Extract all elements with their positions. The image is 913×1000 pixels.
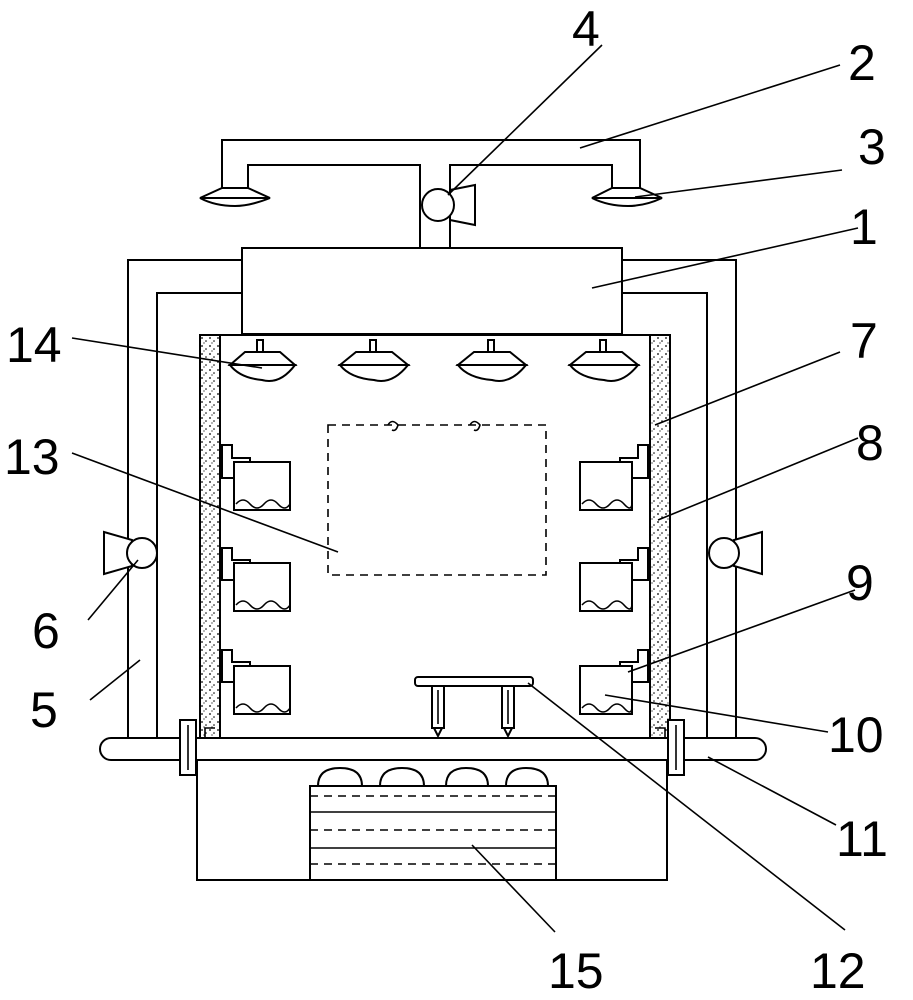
corner-bracket [204, 727, 215, 738]
top-right-nozzle [591, 187, 663, 208]
spray-head [567, 339, 641, 382]
label-5: 5 [30, 682, 58, 738]
left-heater-module [221, 649, 291, 715]
spray-head [337, 339, 411, 382]
label-9: 9 [846, 555, 874, 611]
outer-frame [127, 259, 737, 738]
right-heater-module [579, 547, 649, 612]
spray-head [227, 339, 298, 382]
corner-bracket [655, 727, 666, 738]
water-tank [309, 766, 557, 881]
left-side-fan [103, 530, 158, 576]
upper-box [241, 247, 623, 335]
leader-lines [71, 44, 859, 933]
label-3: 3 [858, 119, 886, 175]
base-plate [99, 719, 767, 776]
label-7: 7 [850, 313, 878, 369]
support-table [414, 676, 534, 739]
label-4: 4 [572, 1, 600, 57]
right-side-fan [708, 530, 763, 576]
label-6: 6 [32, 603, 60, 659]
label-11: 11 [836, 811, 888, 867]
right-heater-module [579, 444, 649, 511]
top-left-nozzle [199, 187, 271, 208]
workpiece-outline [327, 420, 547, 576]
label-13: 13 [4, 429, 60, 485]
label-14: 14 [6, 317, 62, 373]
left-heater-module [221, 547, 291, 612]
spray-head [455, 339, 529, 382]
label-12: 12 [810, 943, 866, 999]
right-heater-module [579, 649, 649, 715]
top-fan [421, 183, 476, 227]
label-10: 10 [828, 707, 884, 763]
label-1: 1 [850, 199, 878, 255]
label-8: 8 [856, 415, 884, 471]
label-2: 2 [848, 35, 876, 91]
left-heater-module [221, 444, 291, 511]
label-15: 15 [548, 943, 604, 999]
